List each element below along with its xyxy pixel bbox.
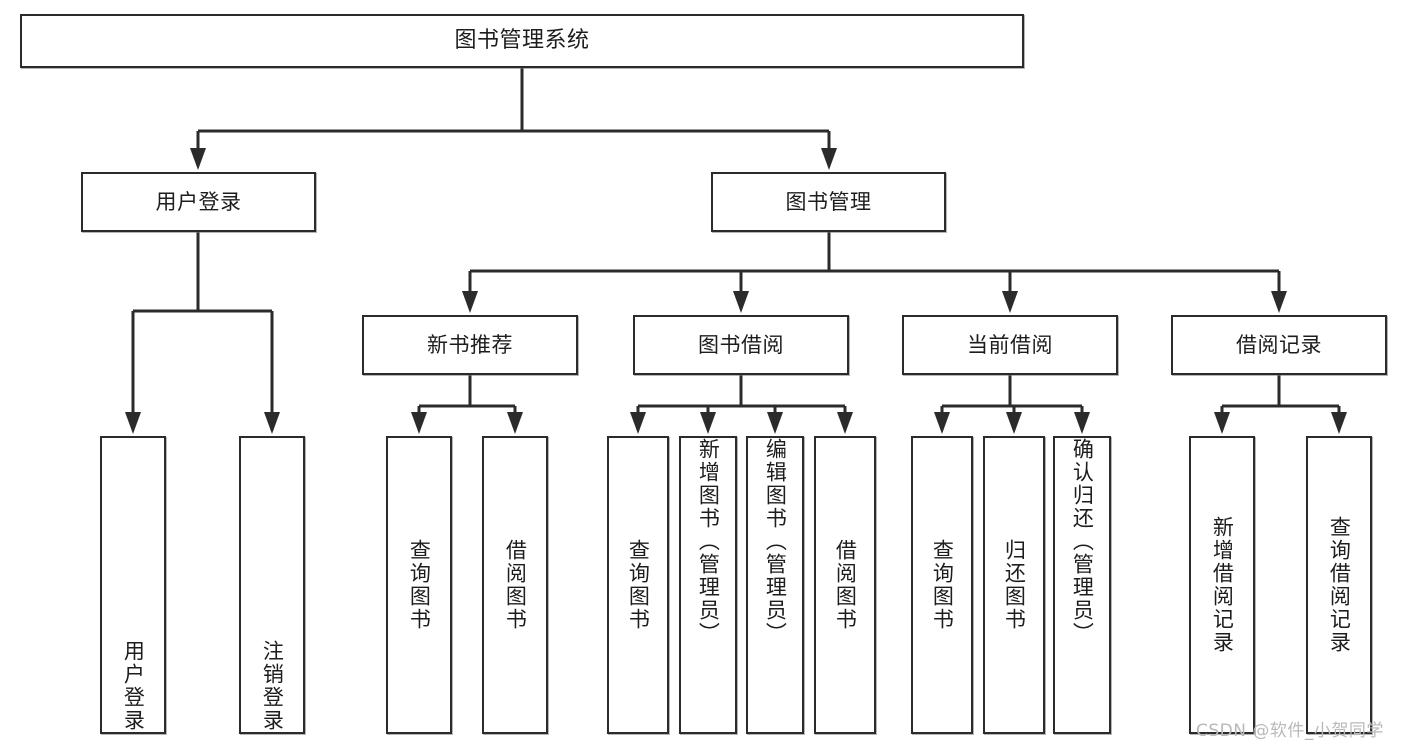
diagram-node-vert-leaf-1: 注销登录 (239, 436, 305, 734)
diagram-node-horiz-l2-1: 图书管理 (711, 172, 946, 232)
node-label: 图书管理 (785, 189, 872, 214)
node-label: 查询图书 (930, 539, 955, 631)
connector-arrowhead (837, 412, 853, 434)
connector-arrowhead (767, 412, 783, 434)
diagram-node-vert-leaf-4: 查询图书 (607, 436, 669, 734)
connector-arrowhead (1006, 412, 1022, 434)
node-label: 编辑图书（管理员） (763, 438, 788, 645)
diagram-node-vert-leaf-0: 用户登录 (100, 436, 166, 734)
connector-arrowhead (264, 412, 280, 434)
connector-arrowhead (1271, 291, 1287, 313)
connector-arrowhead (700, 412, 716, 434)
node-label: 借阅图书 (503, 539, 528, 631)
node-label: 借阅记录 (1236, 332, 1322, 357)
diagram-node-horiz-l3-1: 图书借阅 (633, 315, 849, 375)
connector-arrowhead (630, 412, 646, 434)
connector-arrowhead (1002, 291, 1018, 313)
node-label: 新增图书（管理员） (696, 438, 721, 645)
diagram-node-vert-leaf-11: 新增借阅记录 (1189, 436, 1255, 734)
diagram-node-horiz-l3-0: 新书推荐 (362, 315, 578, 375)
node-label: 查询图书 (407, 539, 432, 631)
watermark: CSDN @软件_小贺同学 (1196, 721, 1384, 741)
node-label: 查询借阅记录 (1327, 516, 1352, 654)
connector-arrowhead (190, 148, 206, 170)
connector-arrowhead (821, 148, 837, 170)
diagram-node-vert-leaf-8: 查询图书 (911, 436, 973, 734)
diagram-node-horiz-l3-3: 借阅记录 (1171, 315, 1387, 375)
node-label: 借阅图书 (833, 539, 858, 631)
diagram-node-vert-leaf-7: 借阅图书 (814, 436, 876, 734)
connector-arrowhead (934, 412, 950, 434)
connector-arrowhead (125, 412, 141, 434)
diagram-node-vert-leaf-2: 查询图书 (386, 436, 452, 734)
diagram-node-vert-leaf-6: 编辑图书（管理员） (746, 436, 804, 734)
diagram-node-vert-leaf-3: 借阅图书 (482, 436, 548, 734)
node-label: 新书推荐 (427, 332, 513, 357)
node-label: 图书管理系统 (454, 28, 590, 54)
node-label: 当前借阅 (967, 332, 1053, 357)
node-label: 查询图书 (626, 539, 651, 631)
connector-arrowhead (462, 291, 478, 313)
node-label: 用户登录 (155, 189, 242, 214)
connector-arrowhead (1214, 412, 1230, 434)
diagram-node-horiz-l2-0: 用户登录 (81, 172, 316, 232)
diagram-node-vert-leaf-9: 归还图书 (983, 436, 1045, 734)
diagram-node-horiz root-root: 图书管理系统 (20, 14, 1024, 68)
node-label: 归还图书 (1002, 539, 1027, 631)
node-label: 确认归还（管理员） (1070, 438, 1095, 645)
node-label: 注销登录 (260, 640, 285, 732)
connector-arrowhead (411, 412, 427, 434)
connector-arrowhead (1074, 412, 1090, 434)
connector-arrowhead (733, 291, 749, 313)
node-label: 图书借阅 (698, 332, 784, 357)
diagram-node-vert-leaf-5: 新增图书（管理员） (679, 436, 737, 734)
connector-arrowhead (507, 412, 523, 434)
diagram-node-horiz-l3-2: 当前借阅 (902, 315, 1118, 375)
diagram-node-vert-leaf-10: 确认归还（管理员） (1053, 436, 1111, 734)
node-label: 用户登录 (121, 640, 146, 732)
connector-arrowhead (1331, 412, 1347, 434)
diagram-node-vert-leaf-12: 查询借阅记录 (1306, 436, 1372, 734)
node-label: 新增借阅记录 (1210, 516, 1235, 654)
